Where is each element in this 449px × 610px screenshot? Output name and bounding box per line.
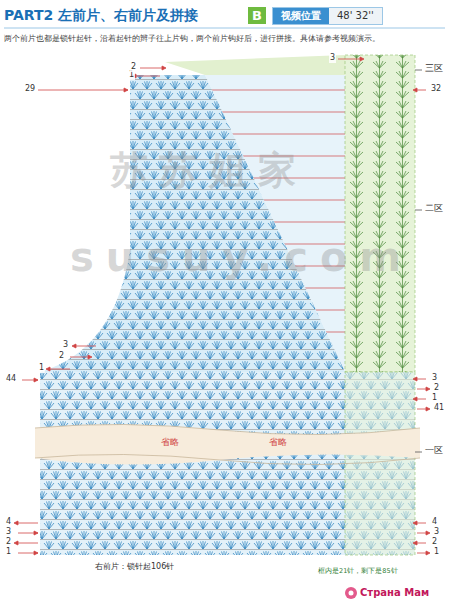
row-number: 4 [431, 518, 438, 527]
row-number: 2 [431, 538, 438, 547]
row-number: 29 [24, 85, 36, 94]
row-number: 3 [329, 54, 336, 63]
row-number: 2 [433, 384, 440, 393]
row-number: 3 [431, 374, 438, 383]
row-number: 1 [433, 548, 440, 557]
video-time: 48' 32'' [329, 8, 382, 24]
watermark: 苏苏姐家 [110, 150, 308, 192]
instruction-note: 两个前片也都是锁针起针，沿着起针的辫子往上片钩，两个前片钩好后，进行拼接。具体请… [4, 35, 380, 43]
row-number: 32 [430, 85, 442, 94]
watermark: susuy.com [70, 235, 413, 279]
stitch-count-note: 框内是21针，剩下是85针 [318, 568, 398, 575]
row-number: 4 [5, 518, 12, 527]
omitted-note: 省略 [160, 438, 180, 448]
row-number: 2 [130, 63, 137, 72]
row-number: 1 [5, 548, 12, 557]
row-number: 2 [5, 538, 12, 547]
row-number: 1 [431, 394, 438, 403]
zone-label: 二区 [424, 204, 444, 214]
row-number: 41 [433, 404, 445, 413]
row-number: 2 [58, 352, 65, 361]
video-label: 视频位置 [273, 8, 329, 24]
row-number: 3 [62, 341, 69, 350]
row-number: 3 [5, 528, 12, 537]
zone-label: 一区 [424, 446, 444, 456]
row-number: 1 [38, 364, 45, 373]
badge-letter: B [252, 8, 262, 23]
start-note: 右前片：锁针起106针 [95, 563, 174, 572]
omitted-note: 省略 [268, 438, 288, 448]
row-number: 3 [433, 528, 440, 537]
row-number: 44 [5, 375, 17, 384]
site-watermark: Страна Мам [360, 587, 429, 598]
part-badge: B [248, 7, 266, 24]
chart-title: PART2 左前片、右前片及拼接 [4, 8, 198, 23]
video-position-box: 视频位置48' 32'' [272, 7, 383, 25]
zone-label: 三区 [424, 64, 444, 74]
row-number: 1 [128, 71, 135, 80]
